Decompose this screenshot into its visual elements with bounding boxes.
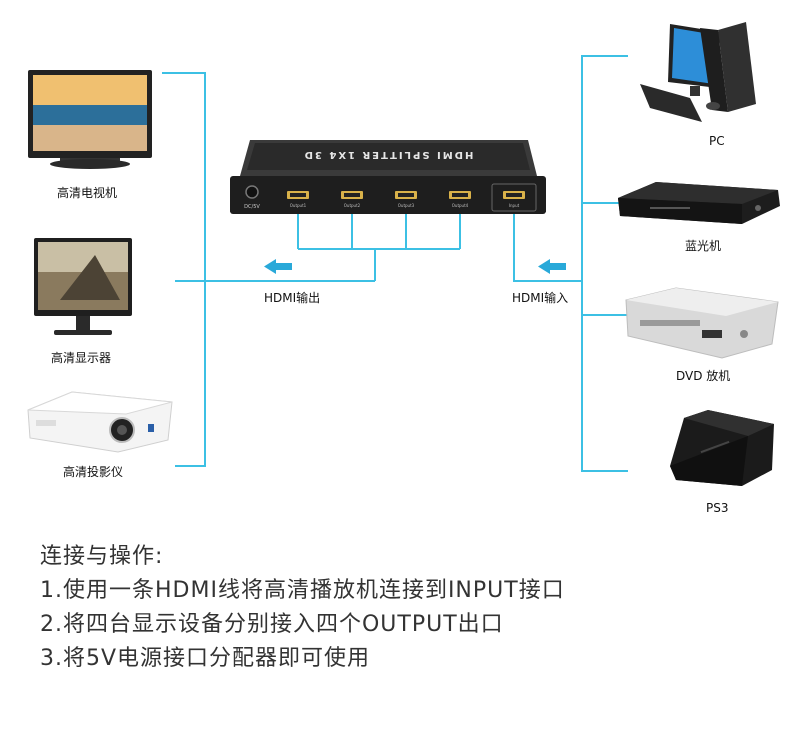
label-hdmi-output: HDMI输出 xyxy=(264,291,321,305)
output-port-4: Output4 xyxy=(449,191,471,208)
input-port: Input xyxy=(491,183,537,212)
label-hd-tv: 高清电视机 xyxy=(57,186,118,200)
instructions-heading: 连接与操作: xyxy=(40,544,164,569)
right-bracket-line xyxy=(581,55,628,472)
monitor-icon xyxy=(34,238,132,335)
svg-text:Output2: Output2 xyxy=(344,203,361,208)
connection-lines xyxy=(162,55,628,472)
instruction-step-1: 1.使用一条HDMI线将高清播放机连接到INPUT接口 xyxy=(40,578,565,603)
dvd-player-icon xyxy=(625,287,779,359)
svg-text:Input: Input xyxy=(509,203,520,208)
pc-icon xyxy=(640,22,756,122)
output-port-1: Output1 xyxy=(287,191,309,208)
left-bracket-line xyxy=(162,72,206,467)
instructions-block: 连接与操作: 1.使用一条HDMI线将高清播放机连接到INPUT接口 2.将四台… xyxy=(40,540,565,676)
label-hd-projector: 高清投影仪 xyxy=(63,465,124,479)
label-pc: PC xyxy=(709,134,725,148)
connection-diagram: HDMI SPLITTER 1X4 3D DC/5V Output1 Outpu… xyxy=(27,22,780,486)
power-jack-icon xyxy=(245,185,259,199)
svg-text:Output3: Output3 xyxy=(398,203,415,208)
label-dvd: DVD 放机 xyxy=(676,369,731,383)
splitter-model-text: HDMI SPLITTER 1X4 3D xyxy=(303,149,474,160)
ps3-console-icon xyxy=(670,410,774,486)
input-line xyxy=(513,212,582,282)
instruction-step-2: 2.将四台显示设备分别接入四个OUTPUT出口 xyxy=(40,612,504,637)
label-ps3: PS3 xyxy=(706,501,729,515)
tv-icon xyxy=(28,70,152,169)
label-hdmi-input: HDMI输入 xyxy=(512,291,569,305)
output-port-2: Output2 xyxy=(341,191,363,208)
hdmi-splitter-icon: HDMI SPLITTER 1X4 3D DC/5V Output1 Outpu… xyxy=(230,140,546,214)
output-port-3: Output3 xyxy=(395,191,417,208)
bluray-player-icon xyxy=(618,182,780,224)
svg-text:Output1: Output1 xyxy=(290,203,307,208)
output-arrow-icon xyxy=(264,259,292,274)
label-hd-monitor: 高清显示器 xyxy=(51,351,112,365)
label-bluray: 蓝光机 xyxy=(685,239,722,253)
projector-icon xyxy=(27,391,173,453)
input-arrow-icon xyxy=(538,259,566,274)
instruction-step-3: 3.将5V电源接口分配器即可使用 xyxy=(40,646,371,671)
power-label: DC/5V xyxy=(244,204,260,210)
svg-text:Output4: Output4 xyxy=(452,203,469,208)
